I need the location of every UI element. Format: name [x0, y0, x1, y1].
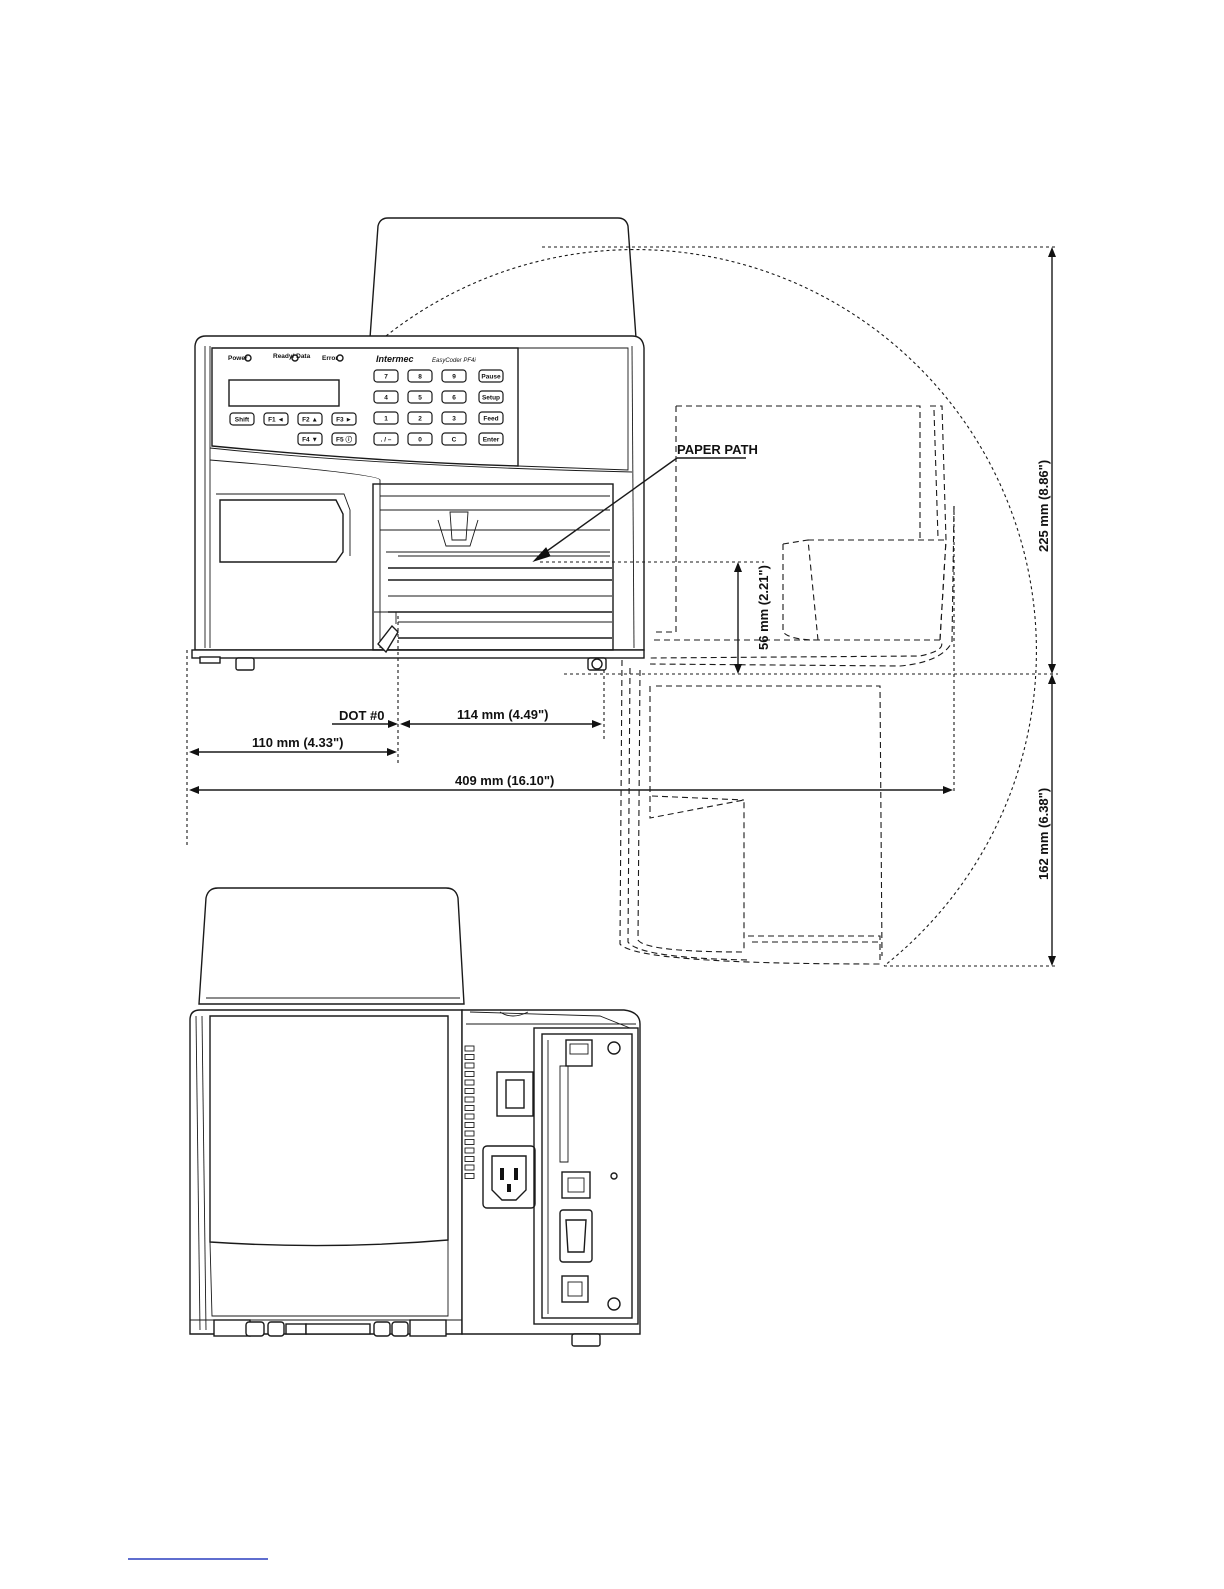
key-2-2: 3	[442, 412, 466, 424]
key-0-2: 9	[442, 370, 466, 382]
function-key-label: F1 ◄	[268, 417, 284, 424]
key-label: 1	[384, 416, 388, 423]
key-2-3: Feed	[479, 412, 503, 424]
key-2-0: 1	[374, 412, 398, 424]
key-label: 9	[452, 374, 456, 381]
dim-114mm: 114 mm (4.49")	[457, 707, 548, 722]
key-label: Pause	[481, 374, 501, 381]
front-view: Power Ready/ Data Error Intermec EasyCod…	[192, 218, 644, 670]
key-0-3: Pause	[479, 370, 503, 382]
key-label: 7	[384, 374, 388, 381]
brand-logo: Intermec	[376, 354, 414, 364]
dim-56mm: 56 mm (2.21")	[756, 565, 771, 650]
function-key-5: F5 ⓘ	[332, 433, 356, 445]
key-3-1: 0	[408, 433, 432, 445]
key-3-0: . / –	[374, 433, 398, 445]
rear-view	[190, 888, 640, 1346]
function-key-label: F4 ▼	[302, 437, 318, 444]
key-0-1: 8	[408, 370, 432, 382]
key-label: 8	[418, 374, 422, 381]
key-3-2: C	[442, 433, 466, 445]
key-label: 2	[418, 416, 422, 423]
indicator-power-label: Power	[228, 355, 248, 362]
key-label: 4	[384, 395, 388, 402]
key-1-3: Setup	[479, 391, 503, 403]
function-key-label: F5 ⓘ	[336, 435, 352, 444]
key-label: . / –	[381, 437, 392, 444]
key-2-1: 2	[408, 412, 432, 424]
dim-162mm: 162 mm (6.38")	[1036, 788, 1051, 880]
function-key-label: Shift	[235, 417, 250, 424]
key-label: 3	[452, 416, 456, 423]
key-1-0: 4	[374, 391, 398, 403]
key-0-0: 7	[374, 370, 398, 382]
key-label: Feed	[483, 416, 498, 423]
key-label: 5	[418, 395, 422, 402]
dim-409mm: 409 mm (16.10")	[455, 773, 554, 788]
function-key-label: F3 ►	[336, 417, 352, 424]
dim-225mm: 225 mm (8.86")	[1036, 460, 1051, 552]
key-label: 0	[418, 437, 422, 444]
function-key-3: F3 ►	[332, 413, 356, 425]
paper-path-label: PAPER PATH	[677, 442, 758, 457]
dim-110mm: 110 mm (4.33")	[252, 735, 343, 750]
indicator-ready-label: Ready/ Data	[273, 353, 311, 360]
key-1-2: 6	[442, 391, 466, 403]
function-key-4: F4 ▼	[298, 433, 322, 445]
key-label: Setup	[482, 395, 500, 402]
function-key-0: Shift	[230, 413, 254, 425]
indicator-error-label: Error	[322, 355, 338, 362]
key-label: 6	[452, 395, 456, 402]
function-key-label: F2 ▲	[302, 417, 318, 424]
function-key-1: F1 ◄	[264, 413, 288, 425]
model-label: EasyCoder PF4i	[432, 358, 476, 364]
key-3-3: Enter	[479, 433, 503, 445]
key-1-1: 5	[408, 391, 432, 403]
dot0-label: DOT #0	[339, 708, 385, 723]
key-label: C	[452, 437, 457, 444]
key-label: Enter	[483, 437, 500, 444]
function-key-2: F2 ▲	[298, 413, 322, 425]
